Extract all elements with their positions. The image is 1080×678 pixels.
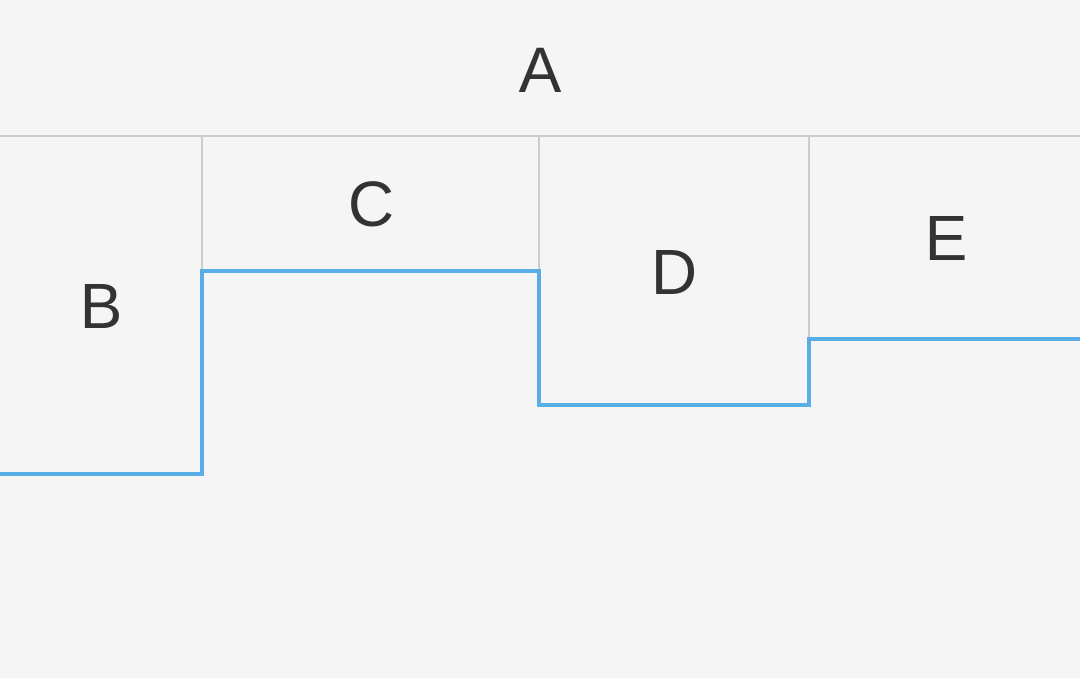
segment-label-c: C: [348, 168, 394, 240]
step-line: [0, 269, 1080, 476]
segment-label-e: E: [925, 202, 968, 274]
root-label: A: [519, 34, 562, 106]
segment-label-b: B: [80, 270, 123, 342]
segment-label-d: D: [651, 236, 697, 308]
